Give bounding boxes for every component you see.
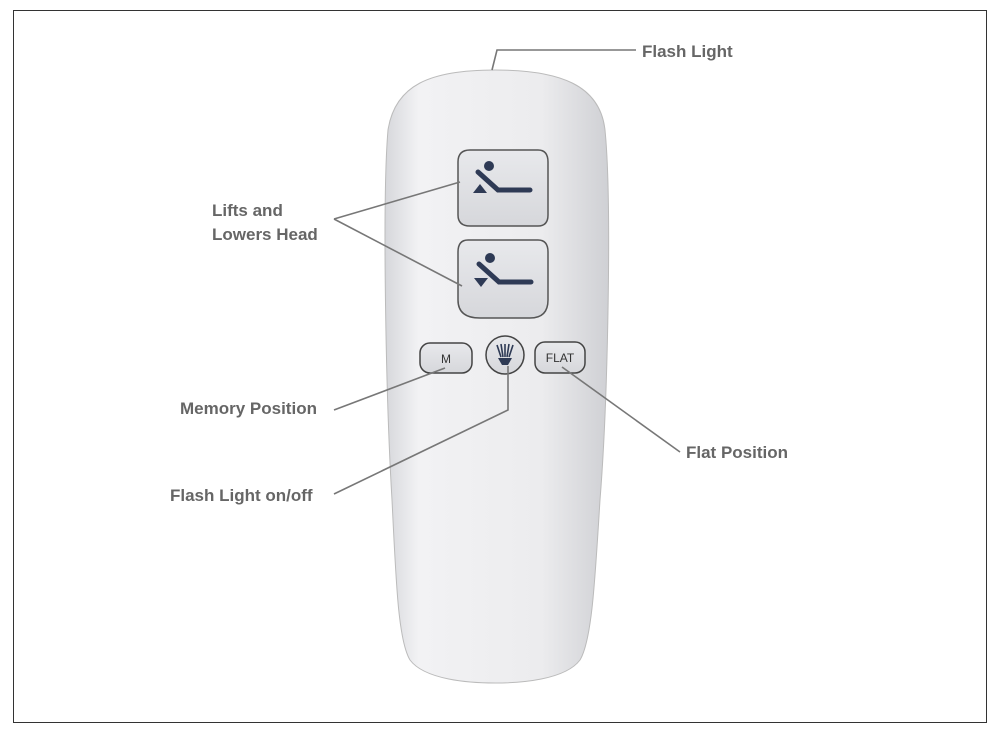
memory-button-label: M [441, 352, 451, 366]
frame-border [13, 10, 987, 723]
leader-head-down [333, 218, 463, 287]
label-flash-toggle: Flash Light on/off [170, 486, 313, 505]
label-memory: Memory Position [180, 399, 317, 418]
leader-flash-light [491, 49, 636, 71]
leader-head-up [333, 181, 461, 220]
flashlight-icon [496, 343, 514, 365]
label-lifts-line1: Lifts and [212, 201, 283, 220]
remote-body [384, 69, 610, 684]
bed-head-down-icon [474, 253, 534, 287]
leader-flat [561, 366, 681, 453]
leader-lines [333, 49, 681, 495]
leader-flash-toggle [333, 366, 509, 495]
flat-button-label: FLAT [546, 351, 575, 365]
flat-button[interactable]: FLAT [534, 341, 586, 374]
label-flash-light: Flash Light [642, 42, 733, 61]
flash-light-toggle-button[interactable] [485, 335, 525, 375]
leader-memory [333, 367, 446, 411]
bed-head-up-icon [473, 161, 533, 193]
label-lifts-line2: Lowers Head [212, 225, 318, 244]
label-flat: Flat Position [686, 443, 788, 462]
memory-button[interactable]: M [419, 342, 473, 374]
head-down-button[interactable] [457, 239, 549, 319]
head-up-button[interactable] [457, 149, 549, 227]
